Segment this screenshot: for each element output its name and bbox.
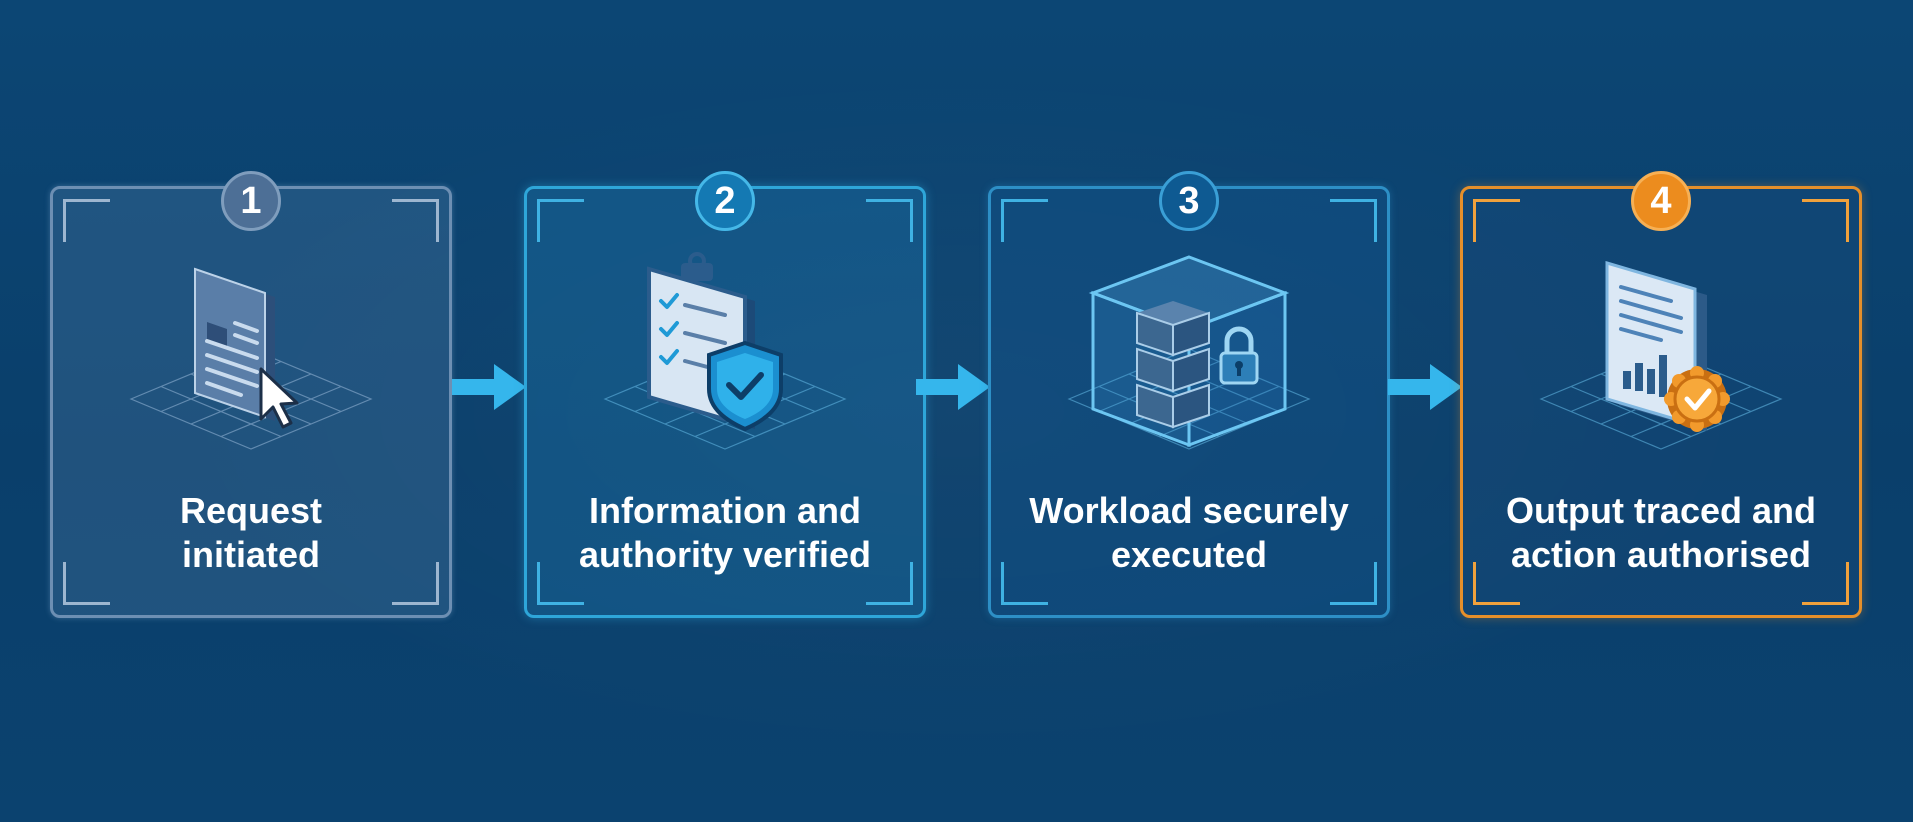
step-4-number-badge: 4 [1631,171,1691,231]
corner-bracket [1330,562,1377,605]
arrow-right-icon [916,364,990,410]
corner-bracket [63,562,110,605]
corner-bracket [392,199,439,242]
step-2-label: Information and authority verified [527,489,923,577]
corner-bracket [1001,562,1048,605]
step-3-number-badge: 3 [1159,171,1219,231]
corner-bracket [537,562,584,605]
corner-bracket [866,562,913,605]
step-1-label-line-1: Request [179,490,323,531]
corner-bracket [1330,199,1377,242]
corner-bracket [1802,199,1849,242]
step-1-label-line-2: initiated [181,534,320,575]
arrow-right-icon [1388,364,1462,410]
step-2-number-badge: 2 [695,171,755,231]
corner-bracket [537,199,584,242]
step-2-card: 2 [524,171,926,618]
step-1-label: Request initiated [53,489,449,577]
step-3-card: 3 [988,171,1390,618]
step-3-label: Workload securely executed [991,489,1387,577]
corner-bracket [1473,199,1520,242]
step-4-label-line-1: Output traced and [1505,490,1816,531]
step-4-label-line-2: action authorised [1510,534,1812,575]
document-cursor-icon [129,267,373,450]
corner-bracket [866,199,913,242]
corner-bracket [1001,199,1048,242]
report-badge-icon [1539,260,1783,450]
step-4-label: Output traced and action authorised [1463,489,1859,577]
corner-bracket [392,562,439,605]
step-3-label-line-2: executed [1110,534,1268,575]
step-1-number-badge: 1 [221,171,281,231]
corner-bracket [63,199,110,242]
server-lock-icon [1067,255,1311,450]
step-2-label-line-1: Information and [589,490,861,531]
corner-bracket [1802,562,1849,605]
clipboard-shield-icon [603,252,847,450]
step-2-label-line-2: authority verified [578,534,872,575]
corner-bracket [1473,562,1520,605]
step-4-card: 4 [1460,171,1862,618]
arrow-right-icon [452,364,526,410]
step-1-card: 1 Request initiate [50,171,452,618]
step-3-label-line-1: Workload securely [1029,490,1349,531]
